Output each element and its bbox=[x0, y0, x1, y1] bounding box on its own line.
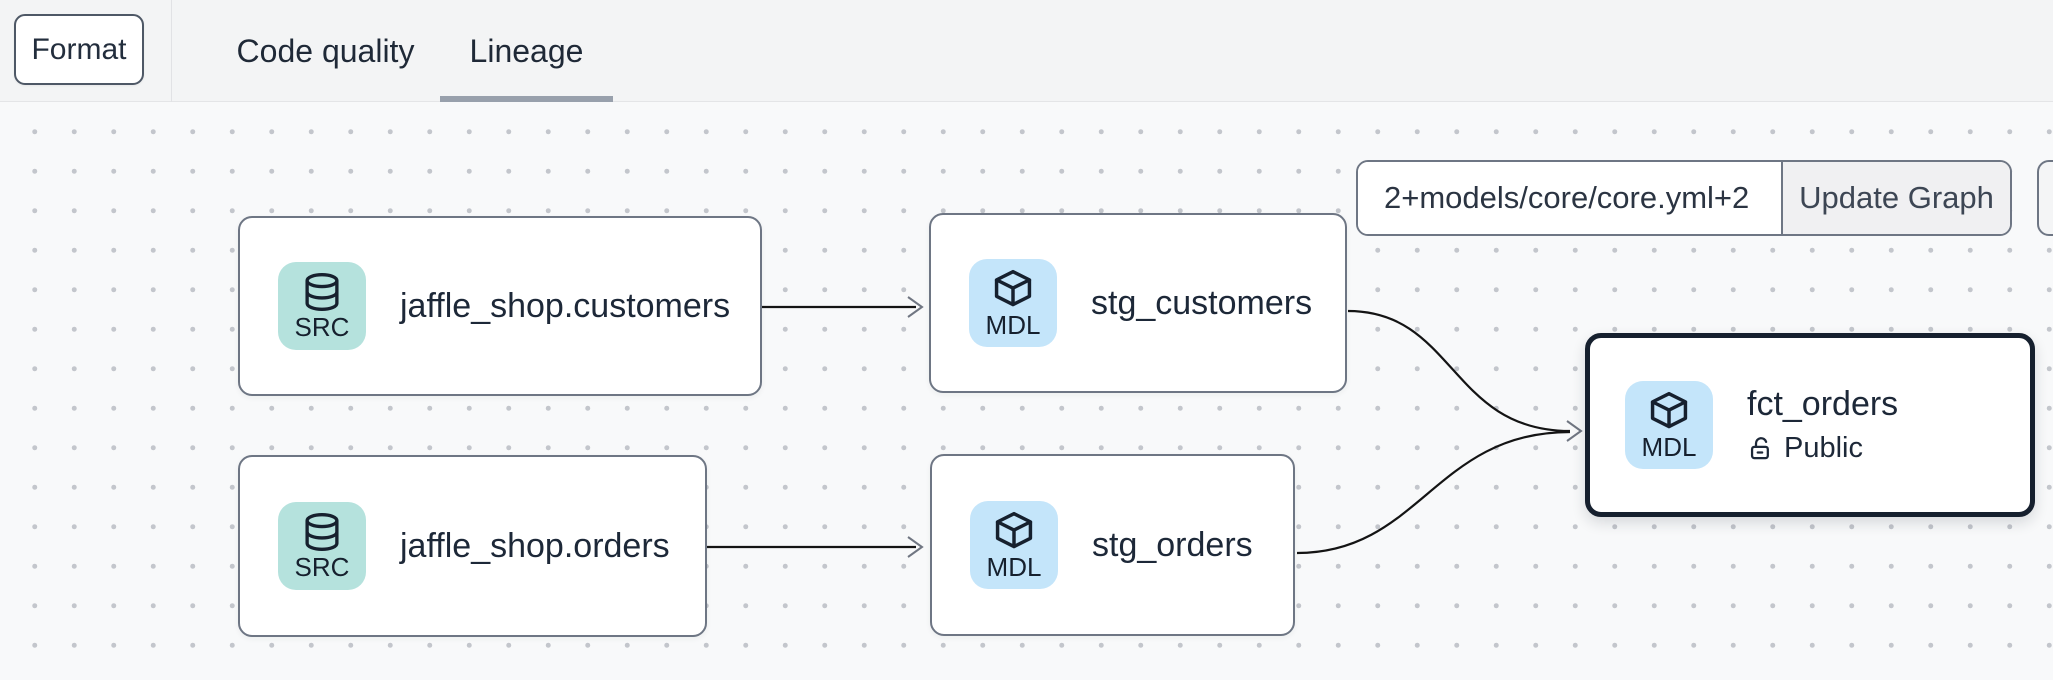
cube-icon bbox=[995, 511, 1033, 549]
access-row: Public bbox=[1747, 432, 1898, 465]
node-stg-orders[interactable]: MDL stg_orders bbox=[930, 454, 1295, 636]
node-stg-customers[interactable]: MDL stg_customers bbox=[929, 213, 1347, 393]
graph-selector-input[interactable] bbox=[1358, 162, 1781, 234]
source-badge: SRC bbox=[278, 502, 366, 590]
badge-label: MDL bbox=[1641, 432, 1697, 462]
topbar: Format Code quality Lineage bbox=[0, 0, 2053, 102]
active-tab-underline bbox=[440, 96, 613, 102]
model-badge: MDL bbox=[969, 259, 1057, 347]
tab-lineage[interactable]: Lineage bbox=[469, 32, 584, 69]
access-label: Public bbox=[1784, 432, 1863, 464]
graph-selector-toolbar: Update Graph bbox=[1356, 160, 2012, 236]
source-badge: SRC bbox=[278, 262, 366, 350]
model-badge: MDL bbox=[970, 501, 1058, 589]
tab-code-quality[interactable]: Code quality bbox=[236, 32, 415, 69]
lock-open-icon bbox=[1750, 437, 1769, 460]
node-title: stg_customers bbox=[1091, 283, 1313, 322]
node-fct-orders[interactable]: MDL fct_orders Public bbox=[1585, 333, 2035, 517]
badge-label: MDL bbox=[985, 310, 1041, 340]
model-badge: MDL bbox=[1625, 381, 1713, 469]
cube-icon bbox=[994, 269, 1032, 307]
node-source-orders[interactable]: SRC jaffle_shop.orders bbox=[238, 455, 707, 637]
cube-icon bbox=[1650, 391, 1688, 429]
node-title: stg_orders bbox=[1092, 525, 1253, 564]
topbar-divider bbox=[171, 0, 172, 102]
node-source-customers[interactable]: SRC jaffle_shop.customers bbox=[238, 216, 762, 396]
node-title: jaffle_shop.customers bbox=[400, 286, 731, 325]
toolbar-partial-button[interactable] bbox=[2037, 160, 2053, 236]
badge-label: SRC bbox=[294, 552, 350, 582]
update-graph-button[interactable]: Update Graph bbox=[1781, 162, 2010, 234]
node-title: jaffle_shop.orders bbox=[400, 526, 670, 565]
badge-label: MDL bbox=[986, 552, 1042, 582]
format-button[interactable]: Format bbox=[14, 14, 144, 85]
node-title: fct_orders bbox=[1747, 385, 1899, 423]
database-icon bbox=[305, 513, 339, 551]
database-icon bbox=[305, 273, 339, 311]
badge-label: SRC bbox=[294, 312, 350, 342]
